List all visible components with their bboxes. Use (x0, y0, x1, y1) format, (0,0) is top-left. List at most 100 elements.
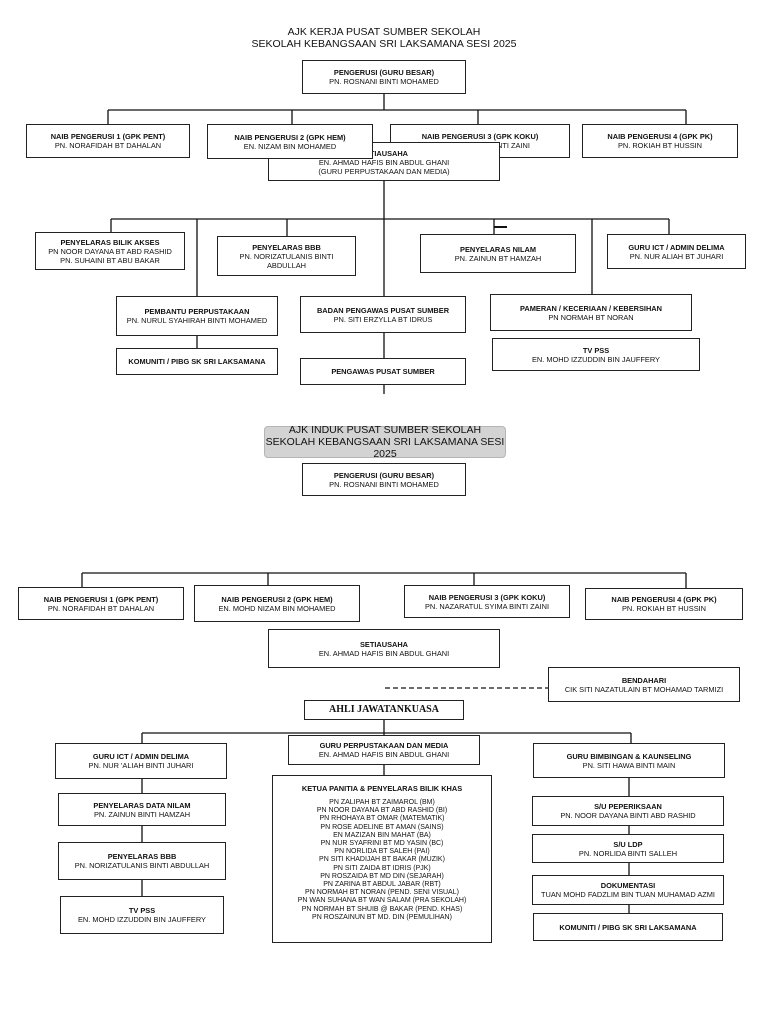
name-label: PN. SITI ERZYLLA BT IDRUS (333, 314, 433, 324)
name-label: EN. AHMAD HAFIS BIN ABDUL GHANI (318, 648, 450, 658)
role-label: PAMERAN / KECERIAAN / KEBERSIHAN (520, 303, 662, 313)
s2-dokumentasi-box: DOKUMENTASI TUAN MOHD FADZLIM BIN TUAN M… (532, 875, 724, 905)
role-label: SETIAUSAHA (359, 149, 409, 158)
name-label: EN. NIZAM BIN MOHAMED (243, 141, 337, 151)
member-item: PN ZARINA BT ABDUL JABAR (RBT) (323, 881, 441, 889)
s2-ketua-panitia-box: KETUA PANITIA & PENYELARAS BILIK KHAS PN… (272, 775, 492, 943)
name-label: PN. ROKIAH BT HUSSIN (621, 604, 707, 613)
role-label: PENGERUSI (GURU BESAR) (333, 68, 435, 77)
name-label: PN. ROSNANI BINTI MOHAMED (329, 479, 439, 489)
ketua-members-list: PN ZALIPAH BT ZAIMAROL (BM)PN NOOR DAYAN… (298, 799, 467, 922)
chart-title: AJK KERJA PUSAT SUMBER SEKOLAH (287, 26, 481, 38)
ahli-jawatankuasa-label: AHLI JAWATANKUASA (304, 700, 464, 720)
s1-pembantu-box: PEMBANTU PERPUSTAKAAN PN. NURUL SYAHIRAH… (116, 296, 278, 336)
name-label: ABDULLAH (266, 260, 307, 270)
s2-nilam-box: PENYELARAS DATA NILAM PN. ZAINUN BINTI H… (58, 793, 226, 826)
role-label: BADAN PENGAWAS PUSAT SUMBER (316, 305, 450, 315)
section2-title: AJK INDUK PUSAT SUMBER SEKOLAH (288, 424, 482, 436)
s2-tvpss-box: TV PSS EN. MOHD IZZUDDIN BIN JAUFFERY (60, 896, 224, 934)
name-label: EN. MOHD IZZUDDIN BIN JAUFFERY (532, 354, 660, 364)
member-item: PN NORLIDA BT SALEH (PAI) (334, 848, 430, 856)
s2-setiausaha-box: SETIAUSAHA EN. AHMAD HAFIS BIN ABDUL GHA… (268, 629, 500, 668)
s1-pameran-box: PAMERAN / KECERIAAN / KEBERSIHAN PN NORM… (490, 294, 692, 331)
role-label: PENYELARAS BILIK AKSES (60, 237, 160, 247)
role-label: TV PSS (582, 345, 610, 355)
s2-bbb-box: PENYELARAS BBB PN. NORIZATULANIS BINTI A… (58, 842, 226, 880)
member-item: PN SITI ZAIDA BT IDRIS (PJK) (333, 864, 431, 872)
name-label: PN. ROKIAH BT HUSSIN (617, 141, 703, 150)
s2-naib3-box: NAIB PENGERUSI 3 (GPK KOKU) PN. NAZARATU… (404, 585, 570, 618)
role-label: PENYELARAS BBB (252, 242, 321, 252)
role-label: NAIB PENGERUSI 1 (GPK PENT) (43, 594, 159, 604)
s1-bilik-akses-box: PENYELARAS BILIK AKSES PN NOOR DAYANA BT… (35, 232, 185, 270)
name-label: PN. NURUL SYAHIRAH BINTI MOHAMED (126, 316, 268, 325)
name-label: PN. NORLIDA BINTI SALLEH (578, 848, 678, 858)
name-label: PN. ZAINUN BT HAMZAH (454, 253, 542, 263)
note-label: (GURU PERPUSTAKAAN DAN MEDIA) (318, 167, 450, 176)
name-label: BINTI ZAINI (490, 141, 530, 150)
role-label: KOMUNITI / PIBG SK SRI LAKSAMANA (559, 922, 697, 932)
member-item: PN ROSZAIDA BT MD DIN (SEJARAH) (320, 872, 444, 880)
name-label: PN. NUR ALIAH BT JUHARI (629, 251, 724, 261)
s1-pengawas-box: PENGAWAS PUSAT SUMBER (300, 358, 466, 385)
member-item: PN NORMAH BT SHUIB @ BAKAR (PEND. KHAS) (301, 905, 463, 913)
s2-peperiksaan-box: S/U PEPERIKSAAN PN. NOOR DAYANA BINTI AB… (532, 796, 724, 826)
member-item: PN RHOHAYA BT OMAR (MATEMATIK) (319, 815, 445, 823)
s1-naib4-box: NAIB PENGERUSI 4 (GPK PK) PN. ROKIAH BT … (582, 124, 738, 158)
name-label: EN. MOHD IZZUDDIN BIN JAUFFERY (78, 915, 206, 924)
role-label: NAIB PENGERUSI 2 (GPK HEM) (221, 594, 333, 604)
s2-ldp-box: S/U LDP PN. NORLIDA BINTI SALLEH (532, 834, 724, 863)
s1-naib2-box: NAIB PENGERUSI 2 (GPK HEM) EN. NIZAM BIN… (207, 124, 373, 159)
s1-bbb-box: PENYELARAS BBB PN. NORIZATULANIS BINTI A… (217, 236, 356, 276)
name-label: PN. NOOR DAYANA BINTI ABD RASHID (560, 811, 696, 820)
member-item: PN NUR SYAFRINI BT MD YASIN (BC) (320, 840, 444, 848)
member-item: PN SITI KHADIJAH BT BAKAR (MUZIK) (319, 856, 445, 864)
section2-subtitle: SEKOLAH KEBANGSAAN SRI LAKSAMANA SESI 20… (265, 436, 505, 460)
section2-title-banner: AJK INDUK PUSAT SUMBER SEKOLAH SEKOLAH K… (264, 424, 506, 460)
name-label: EN. AHMAD HAFIS BIN ABDUL GHANI (318, 750, 450, 759)
role-label: SETIAUSAHA (359, 639, 409, 649)
chart-subtitle: SEKOLAH KEBANGSAAN SRI LAKSAMANA SESI 20… (251, 38, 517, 50)
role-label: PENGAWAS PUSAT SUMBER (331, 367, 435, 376)
member-item: PN ROSE ADELINE BT AMAN (SAINS) (320, 823, 444, 831)
name-label: PN. ZAINUN BINTI HAMZAH (93, 809, 191, 819)
s2-ict-box: GURU ICT / ADMIN DELIMA PN. NUR 'ALIAH B… (55, 743, 227, 779)
member-item: PN ZALIPAH BT ZAIMAROL (BM) (329, 799, 435, 806)
role-label: KETUA PANITIA & PENYELARAS BILIK KHAS (301, 784, 463, 793)
name-label: PN. NORIZATULANIS BINTI (239, 251, 334, 261)
s2-pengerusi-box: PENGERUSI (GURU BESAR) PN. ROSNANI BINTI… (302, 463, 466, 496)
role-label: NAIB PENGERUSI 2 (GPK HEM) (234, 132, 346, 142)
name-label: PN. NORAFIDAH BT DAHALAN (54, 141, 162, 150)
role-label: S/U LDP (613, 839, 643, 849)
role-label: PENYELARAS NILAM (460, 244, 536, 254)
s2-naib1-box: NAIB PENGERUSI 1 (GPK PENT) PN. NORAFIDA… (18, 587, 184, 620)
role-label: BENDAHARI (621, 675, 667, 685)
name-label: PN. SUHAINI BT ABU BAKAR (60, 255, 160, 265)
role-label: NAIB PENGERUSI 3 (GPK KOKU) (428, 592, 546, 602)
role-label: PENYELARAS BBB (107, 852, 177, 861)
role-label: KOMUNITI / PIBG SK SRI LAKSAMANA (128, 357, 266, 366)
s1-komuniti-box: KOMUNITI / PIBG SK SRI LAKSAMANA (116, 348, 278, 375)
s1-ict-box: GURU ICT / ADMIN DELIMA PN. NUR ALIAH BT… (607, 234, 746, 269)
name-label: TUAN MOHD FADZLIM BIN TUAN MUHAMAD AZMI (541, 890, 715, 899)
name-label: PN. NORAFIDAH BT DAHALAN (47, 603, 155, 613)
role-label: NAIB PENGERUSI 4 (GPK PK) (611, 595, 717, 604)
role-label: GURU PERPUSTAKAAN DAN MEDIA (319, 741, 449, 750)
s1-naib1-box: NAIB PENGERUSI 1 (GPK PENT) PN. NORAFIDA… (26, 124, 190, 158)
name-label: PN. SITI HAWA BINTI MAIN (582, 760, 676, 770)
role-label: GURU ICT / ADMIN DELIMA (628, 242, 725, 252)
s2-naib4-box: NAIB PENGERUSI 4 (GPK PK) PN. ROKIAH BT … (585, 588, 743, 620)
role-label: S/U PEPERIKSAAN (594, 802, 662, 811)
role-label: GURU BIMBINGAN & KAUNSELING (566, 751, 692, 761)
name-label: EN. MOHD NIZAM BIN MOHAMED (218, 603, 336, 613)
s1-nilam-box: PENYELARAS NILAM PN. ZAINUN BT HAMZAH (420, 234, 576, 273)
role-label: PENGERUSI (GURU BESAR) (333, 470, 435, 480)
member-item: EN MAZIZAN BIN MAHAT (BA) (333, 831, 431, 839)
s2-media-box: GURU PERPUSTAKAAN DAN MEDIA EN. AHMAD HA… (288, 735, 480, 765)
member-item: PN NOOR DAYANA BT ABD RASHID (BI) (316, 807, 448, 815)
member-item: PN ROSZAINUN BT MD. DIN (PEMULIHAN) (312, 913, 452, 921)
name-label: CIK SITI NAZATULAIN BT MOHAMAD TARMIZI (564, 684, 724, 694)
s2-bendahari-box: BENDAHARI CIK SITI NAZATULAIN BT MOHAMAD… (548, 667, 740, 702)
name-label: PN. NORIZATULANIS BINTI ABDULLAH (74, 861, 210, 870)
role-label: TV PSS (128, 906, 156, 915)
